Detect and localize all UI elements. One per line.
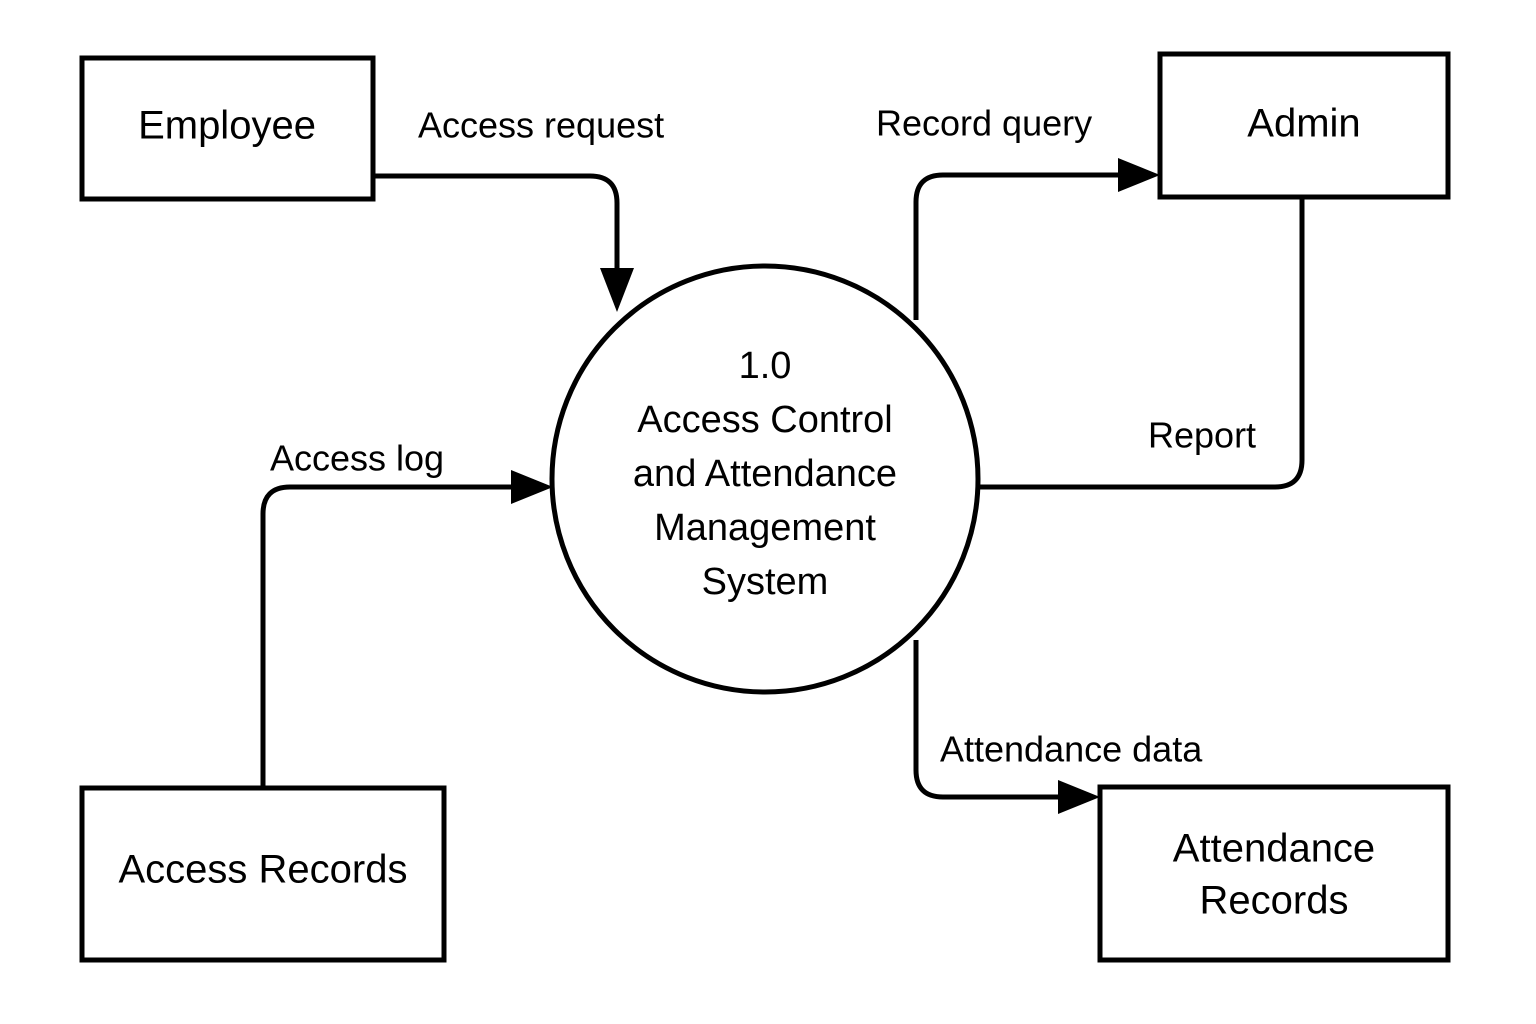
entity-attendance-records[interactable]: Attendance Records (1097, 784, 1451, 963)
entity-attendance-records-box[interactable] (1097, 784, 1451, 963)
process-circle[interactable] (549, 263, 981, 695)
flow-access-log-label: Access log (270, 438, 444, 479)
flow-access-request-label: Access request (418, 105, 664, 146)
flow-record-query-line (913, 172, 1122, 320)
entity-access-records-box[interactable] (79, 785, 447, 963)
entity-access-records[interactable]: Access Records (79, 785, 447, 963)
flow-access-request: Access request (373, 105, 664, 312)
flow-access-log-arrowhead (511, 470, 553, 504)
flow-report: Report (978, 197, 1305, 490)
process-name-line-2: and Attendance (633, 453, 897, 495)
entity-employee-box[interactable] (79, 55, 376, 202)
flow-record-query-arrowhead (1118, 158, 1160, 192)
flow-access-request-line (373, 173, 620, 272)
flow-report-label: Report (1148, 415, 1256, 456)
entity-attendance-records-label-line-1: Attendance (1173, 827, 1375, 871)
entity-admin-box[interactable] (1157, 51, 1451, 200)
flow-access-log: Access log (260, 438, 553, 788)
process-access-control-attendance[interactable]: 1.0 Access Control and Attendance Manage… (549, 263, 981, 695)
entity-attendance-records-label-line-2: Records (1200, 879, 1349, 923)
flow-access-log-line (260, 484, 515, 788)
process-name-line-4: System (702, 561, 829, 603)
flow-record-query-label: Record query (876, 103, 1092, 144)
process-number-label: 1.0 (739, 345, 792, 387)
process-name-line-1: Access Control (637, 399, 893, 441)
flow-attendance-data-line (913, 640, 1062, 800)
flow-attendance-data-label: Attendance data (940, 729, 1203, 770)
flow-attendance-data: Attendance data (913, 640, 1203, 814)
flow-report-line (978, 197, 1305, 490)
process-name-line-3: Management (654, 507, 876, 549)
entity-employee-label: Employee (138, 104, 316, 148)
flow-attendance-data-arrowhead (1058, 780, 1100, 814)
entity-admin-label: Admin (1247, 102, 1360, 146)
entity-admin[interactable]: Admin (1157, 51, 1451, 200)
entity-access-records-label: Access Records (119, 848, 408, 892)
flow-record-query: Record query (876, 103, 1160, 320)
entity-employee[interactable]: Employee (79, 55, 376, 202)
flow-access-request-arrowhead (600, 268, 634, 312)
